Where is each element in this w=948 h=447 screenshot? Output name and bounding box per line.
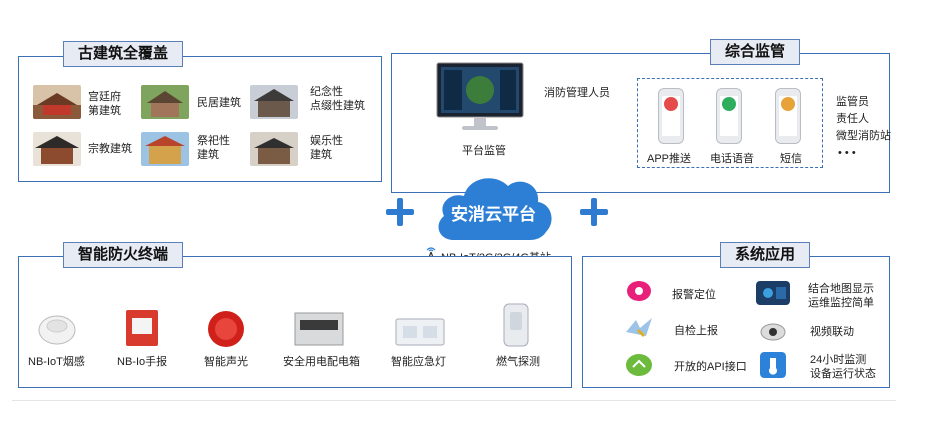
app-push-phone-image xyxy=(658,88,684,144)
plus-left-icon xyxy=(386,198,414,226)
memorial-building-image xyxy=(250,85,298,119)
channel-app-push: APP推送 xyxy=(647,153,692,165)
fire-staff-label: 消防管理人员 xyxy=(544,87,610,99)
location-pin-icon xyxy=(627,281,651,301)
device-gas-label: 燃气探测 xyxy=(496,356,540,368)
alarm-location-label: 报警定位 xyxy=(672,289,716,301)
palace-building-image xyxy=(33,85,81,119)
self-check-icon xyxy=(626,318,652,338)
device-distribution-box-label: 安全用电配电箱 xyxy=(283,356,360,368)
platform-monitor-label: 平台监管 xyxy=(462,145,506,157)
religious-building-image xyxy=(33,132,81,166)
self-check-label: 自检上报 xyxy=(674,325,718,337)
device-sound-light-label: 智能声光 xyxy=(204,356,248,368)
entertainment-building-label: 娱乐性 建筑 xyxy=(310,135,343,161)
gas-detector-image xyxy=(503,303,529,347)
sacrificial-building-label: 祭祀性 建筑 xyxy=(197,135,230,161)
cloud-platform-label: 安消云平台 xyxy=(451,205,536,224)
open-api-label: 开放的API接口 xyxy=(674,361,747,373)
map-display-icon xyxy=(756,281,790,305)
recipient-mini-station: 微型消防站 xyxy=(836,130,891,142)
terminal-title: 智能防火终端 xyxy=(63,242,184,268)
recipient-ellipsis: • • • xyxy=(838,147,856,159)
entertainment-building-image xyxy=(250,132,298,166)
system-title: 系统应用 xyxy=(720,242,811,268)
palace-building-label: 宫廷府 第建筑 xyxy=(88,91,121,117)
cloud-icon xyxy=(438,178,552,240)
camera-icon xyxy=(760,323,786,341)
monitoring-24h-icon xyxy=(760,352,786,378)
monitoring-24h-label: 24小时监测 设备运行状态 xyxy=(810,354,876,380)
recipient-responsible: 责任人 xyxy=(836,113,869,125)
plus-right-icon xyxy=(580,198,608,226)
monitoring-title: 综合监管 xyxy=(710,39,801,65)
distribution-box-image xyxy=(294,312,344,346)
memorial-building-label: 纪念性 点缀性建筑 xyxy=(310,86,365,112)
device-smoke-label: NB-IoT烟感 xyxy=(28,356,85,368)
voice-call-phone-image xyxy=(716,88,742,144)
residential-building-image xyxy=(141,85,189,119)
manual-alarm-image xyxy=(126,310,158,346)
channel-sms: 短信 xyxy=(780,153,802,165)
sacrificial-building-image xyxy=(141,132,189,166)
sms-phone-image xyxy=(775,88,801,144)
device-manual-alarm-label: NB-Io手报 xyxy=(117,356,168,368)
recipient-supervisor: 监管员 xyxy=(836,96,869,108)
device-emergency-light-label: 智能应急灯 xyxy=(391,356,446,368)
smoke-detector-image xyxy=(38,315,76,345)
monitor-screen-image xyxy=(436,62,524,130)
religious-building-label: 宗教建筑 xyxy=(88,143,132,155)
map-display-label: 结合地图显示 运维监控简单 xyxy=(808,283,874,309)
sound-light-alarm-image xyxy=(208,311,244,347)
channel-voice-call: 电话语音 xyxy=(710,153,754,165)
channels-box xyxy=(637,78,823,168)
emergency-light-image xyxy=(395,318,445,346)
bottom-divider xyxy=(12,400,896,401)
api-interface-icon xyxy=(626,354,652,376)
ancient-buildings-title: 古建筑全覆盖 xyxy=(63,41,184,67)
video-linkage-label: 视频联动 xyxy=(810,326,854,338)
residential-building-label: 民居建筑 xyxy=(197,97,241,109)
